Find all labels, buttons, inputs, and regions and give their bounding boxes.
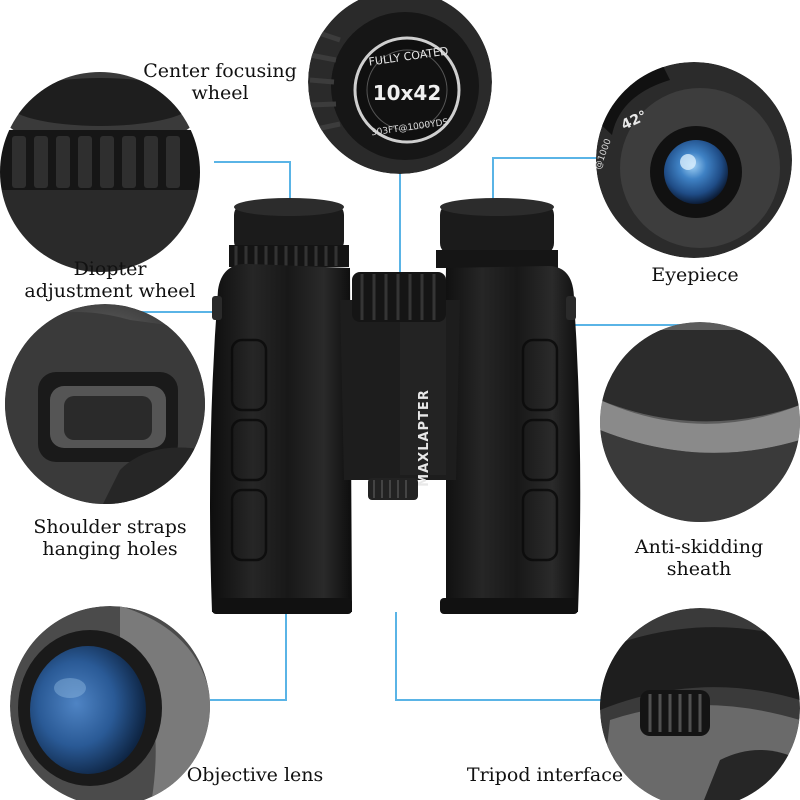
label-line: hanging holes: [42, 538, 178, 560]
focus-wheel-magnification-text: 10x42: [373, 81, 442, 105]
detail-tripod: [600, 608, 800, 800]
detail-focus-wheel: [308, 0, 492, 174]
label-line: Center focusing: [143, 60, 297, 82]
label-line: Anti-skidding: [634, 536, 764, 558]
label-eyepiece: Eyepiece: [620, 264, 770, 286]
label-center-focusing-wheel: Center focusing wheel: [140, 60, 300, 104]
label-line: Objective lens: [186, 764, 324, 786]
label-line: sheath: [666, 558, 732, 580]
detail-sheath: [600, 322, 800, 522]
label-line: Eyepiece: [651, 264, 739, 286]
label-shoulder-straps: Shoulder straps hanging holes: [10, 516, 210, 560]
label-diopter: Diopter adjustment wheel: [10, 258, 210, 302]
detail-eyepiece: [596, 62, 792, 258]
binoculars: MAXLAPTER: [210, 198, 581, 614]
label-anti-skidding: Anti-skidding sheath: [614, 536, 784, 580]
label-line: Shoulder straps: [33, 516, 187, 538]
label-objective-lens: Objective lens: [170, 764, 340, 786]
label-line: adjustment wheel: [24, 280, 196, 302]
label-line: Tripod interface: [466, 764, 624, 786]
detail-objective-lens: [10, 606, 210, 800]
label-line: Diopter: [73, 258, 147, 280]
brand-text: MAXLAPTER: [417, 389, 432, 487]
label-line: wheel: [191, 82, 249, 104]
label-tripod-interface: Tripod interface: [455, 764, 635, 786]
detail-strap-holes: [5, 304, 205, 504]
